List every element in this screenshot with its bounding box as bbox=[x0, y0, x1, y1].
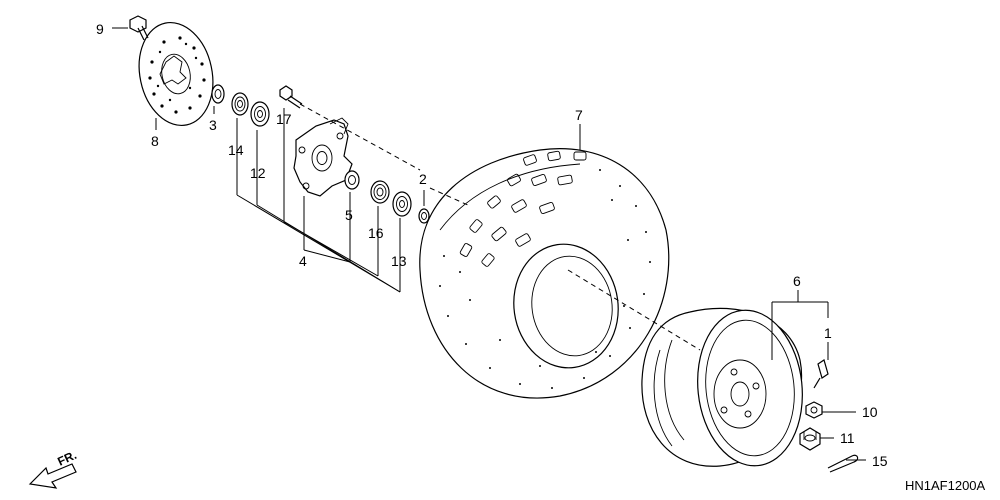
wheel-nut-10 bbox=[805, 401, 823, 419]
diagram-code: HN1AF1200A bbox=[905, 478, 986, 493]
callout-9: 9 bbox=[96, 21, 104, 37]
direction-label: FR. bbox=[55, 448, 78, 469]
brake-disc bbox=[138, 21, 214, 127]
tire bbox=[419, 148, 670, 399]
callout-17: 17 bbox=[276, 111, 292, 127]
bearing-14 bbox=[231, 92, 249, 116]
front-hub bbox=[293, 117, 353, 197]
washer-2 bbox=[418, 208, 430, 224]
callout-2: 2 bbox=[419, 171, 427, 187]
callout-14: 14 bbox=[228, 142, 244, 158]
castle-nut-11 bbox=[799, 427, 821, 451]
cotter-pin-15 bbox=[827, 454, 859, 473]
disc-bolt bbox=[129, 15, 149, 41]
seal-13 bbox=[392, 191, 412, 217]
callout-15: 15 bbox=[872, 453, 888, 469]
leader-lines bbox=[112, 27, 866, 461]
seal-12 bbox=[250, 101, 270, 127]
callout-10: 10 bbox=[862, 404, 878, 420]
callout-8: 8 bbox=[151, 133, 159, 149]
bearing-16 bbox=[370, 180, 390, 204]
callout-12: 12 bbox=[250, 165, 266, 181]
callout-13: 13 bbox=[391, 253, 407, 269]
callout-4: 4 bbox=[299, 253, 307, 269]
callout-5: 5 bbox=[345, 207, 353, 223]
callout-7: 7 bbox=[575, 107, 583, 123]
wheel-rim bbox=[641, 307, 803, 467]
washer-3 bbox=[211, 84, 225, 104]
valve-stem bbox=[813, 359, 829, 389]
callout-3: 3 bbox=[209, 117, 217, 133]
hub-bolt-17 bbox=[279, 85, 303, 109]
callout-16: 16 bbox=[368, 225, 384, 241]
callout-labels: 9 8 3 14 12 17 4 5 16 13 2 7 6 1 10 11 1… bbox=[96, 21, 888, 469]
collar-5 bbox=[344, 170, 360, 190]
callout-6: 6 bbox=[793, 273, 801, 289]
callout-1: 1 bbox=[824, 325, 832, 341]
front-direction-arrow: FR. bbox=[28, 448, 79, 489]
callout-11: 11 bbox=[840, 430, 855, 446]
